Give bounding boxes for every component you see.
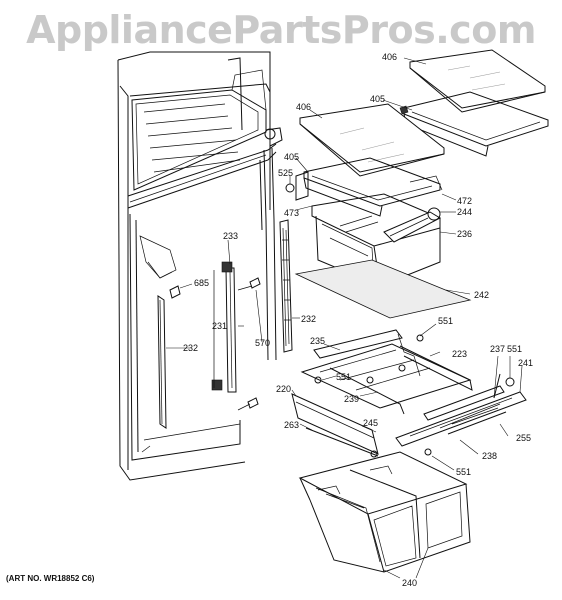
part-label-551-a: 551 <box>438 316 454 326</box>
center-shelf-rail <box>279 219 293 353</box>
part-label-233: 233 <box>223 231 239 241</box>
part-label-238: 238 <box>482 451 498 461</box>
middle-glass-shelf-assembly <box>285 103 445 217</box>
part-label-239: 239 <box>344 394 360 404</box>
part-label-525: 525 <box>278 168 294 178</box>
part-label-255: 255 <box>516 433 532 443</box>
part-label-551-c: 551 <box>336 372 352 382</box>
part-label-236: 236 <box>457 229 473 239</box>
lower-shelf-frame <box>291 329 473 458</box>
leader-lines <box>166 57 523 579</box>
part-label-232-left: 232 <box>183 343 199 353</box>
part-label-406-mid: 406 <box>296 102 312 112</box>
drawer-side-rails <box>395 373 527 456</box>
pan-drawers <box>298 451 471 573</box>
part-label-240: 240 <box>402 578 418 588</box>
part-label-551-d: 551 <box>456 467 472 477</box>
part-label-685: 685 <box>194 278 210 288</box>
upper-glass-shelf-assembly <box>399 49 549 157</box>
watermark-text: AppliancePartsPros.com <box>26 8 536 52</box>
part-label-245: 245 <box>363 418 379 428</box>
part-label-405-top: 405 <box>370 94 386 104</box>
part-label-235: 235 <box>310 336 326 346</box>
refrigerator-cabinet <box>117 51 283 481</box>
part-label-231: 231 <box>212 321 228 331</box>
part-label-472: 472 <box>457 196 473 206</box>
part-label-473: 473 <box>284 208 300 218</box>
part-label-551-b: 551 <box>507 344 523 354</box>
crisper-cover-panel <box>294 259 472 319</box>
part-label-244: 244 <box>457 207 473 217</box>
part-label-570: 570 <box>255 338 271 348</box>
shelf-ladder-rails <box>211 261 261 411</box>
part-label-237: 237 <box>490 344 506 354</box>
part-label-406-top: 406 <box>382 52 398 62</box>
part-label-405-mid: 405 <box>284 152 300 162</box>
part-label-220: 220 <box>276 384 292 394</box>
part-label-242: 242 <box>474 290 490 300</box>
part-label-263: 263 <box>284 420 300 430</box>
art-number: (ART NO. WR18852 C6) <box>6 574 95 583</box>
part-label-223: 223 <box>452 349 468 359</box>
part-label-232-center: 232 <box>301 314 317 324</box>
part-label-241: 241 <box>518 358 534 368</box>
